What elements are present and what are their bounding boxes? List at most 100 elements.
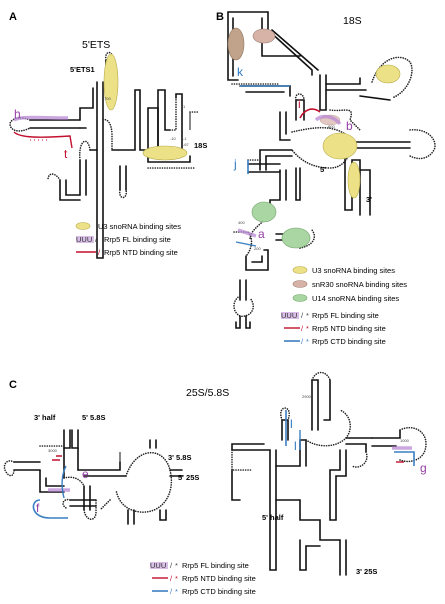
site-label-f: f: [36, 501, 40, 515]
tiny-b-600: 600: [328, 124, 335, 129]
tiny-a-m67: -67: [183, 142, 190, 147]
label-5ets1: 5'ETS1: [70, 65, 95, 74]
label-5half: 5' half: [262, 513, 284, 522]
u3-site-b2: [322, 132, 358, 160]
ctd-site-f: [32, 499, 68, 519]
label-3p-b: 3': [366, 195, 372, 204]
25s-right-structure: [231, 371, 427, 576]
site-label-k: k: [237, 65, 244, 79]
legend-b-fl-uuu: UUU: [281, 311, 297, 320]
site-label-g: g: [420, 461, 427, 475]
panel-b-letter: B: [216, 11, 224, 23]
legend-b-u3: U3 snoRNA binding sites: [312, 266, 395, 275]
panel-a-title: 5'ETS: [82, 39, 110, 51]
ntd-site-i: [299, 108, 321, 119]
label-3half: 3' half: [34, 413, 56, 422]
legend-c-fl: Rrp5 FL binding site: [182, 561, 249, 570]
panel-c-title: 25S/5.8S: [186, 387, 229, 399]
label-5p-b: 5': [320, 165, 326, 174]
tiny-c-3000: 3000: [48, 448, 58, 453]
panel-b: B 18S: [216, 11, 436, 346]
legend-c-ctd-star: *: [175, 587, 178, 596]
u3-site-b3: [347, 161, 361, 199]
legend-b-ctd-star: *: [306, 337, 309, 346]
snr30-site-b1: [227, 27, 245, 61]
panel-b-title: 18S: [343, 15, 362, 27]
legend-c-ntd-slash: /: [170, 574, 173, 583]
legend-b-ctd-slash: /: [301, 337, 304, 346]
legend-c: UUU / * Rrp5 FL binding site / * Rrp5 NT…: [150, 561, 256, 596]
legend-a-ntd-slash: /: [98, 248, 101, 257]
ets-secondary-structure: [9, 51, 199, 259]
legend-c-fl-swatch: [150, 562, 168, 569]
site-label-l-top: l: [290, 417, 293, 431]
fl-site-b: [314, 114, 342, 126]
label-5p58: 5' 5.8S: [82, 413, 105, 422]
legend-b-fl-swatch: [281, 312, 299, 319]
tiny-a-1: 1: [183, 104, 186, 109]
tiny-a-700: 700: [104, 96, 111, 101]
25s-left-structure: [3, 429, 183, 525]
u3-site-a1: [103, 53, 119, 111]
tiny-c-2900: 2900: [302, 394, 312, 399]
legend-b-ntd-star: *: [306, 324, 309, 333]
tiny-c-1000: 1000: [400, 438, 410, 443]
site-label-e: e: [82, 467, 89, 481]
site-label-a: a: [258, 227, 265, 241]
legend-c-ntd: Rrp5 NTD binding site: [182, 574, 256, 583]
site-label-i: i: [298, 97, 301, 111]
legend-b-u14-swatch: [292, 294, 308, 302]
ctd-site-e: [61, 465, 67, 499]
legend-c-ntd-star: *: [175, 574, 178, 583]
legend-c-fl-slash: /: [170, 561, 173, 570]
panel-a: A 5'ETS: [9, 11, 207, 259]
legend-a-fl: Rrp5 FL binding site: [104, 235, 171, 244]
legend-b-u3-swatch: [292, 266, 308, 274]
label-5p25: 5' 25S: [178, 473, 199, 482]
label-3p25: 3' 25S: [356, 567, 377, 576]
legend-a-fl-swatch: [76, 236, 94, 243]
legend-b-snr30-swatch: [292, 280, 308, 288]
tiny-b-400: 400: [238, 220, 245, 225]
legend-a-ntd: Rrp5 NTD binding site: [104, 248, 178, 257]
u14-site-b1: [251, 201, 277, 223]
legend-b-fl-slash: /: [301, 311, 304, 320]
site-label-h: h: [14, 107, 21, 121]
site-label-l: l: [294, 439, 297, 453]
fl-site-h: [13, 115, 69, 122]
legend-b-fl: Rrp5 FL binding site: [312, 311, 379, 320]
legend-a: U3 snoRNA binding sites UUU / Rrp5 FL bi…: [75, 222, 181, 257]
site-label-t: t: [64, 147, 68, 161]
panel-c-letter: C: [9, 379, 17, 391]
site-label-j: j: [233, 157, 237, 171]
legend-b-fl-star: *: [306, 311, 309, 320]
legend-c-ctd-slash: /: [170, 587, 173, 596]
legend-b-ntd-slash: /: [301, 324, 304, 333]
ntd-site-c: [52, 455, 62, 461]
u14-site-b2: [281, 227, 311, 249]
ctd-site-g: [394, 451, 415, 466]
legend-c-ctd: Rrp5 CTD binding site: [182, 587, 256, 596]
ctd-site-a: [235, 241, 257, 247]
u3-site-b1: [375, 64, 401, 84]
ntd-site-h: [13, 131, 73, 149]
legend-a-fl-slash: /: [95, 235, 98, 244]
tiny-a-m1: -1: [183, 136, 187, 141]
tiny-b-200: 200: [254, 246, 261, 251]
label-3p58: 3' 5.8S: [168, 453, 191, 462]
legend-a-u3: U3 snoRNA binding sites: [98, 222, 181, 231]
legend-b-ntd: Rrp5 NTD binding site: [312, 324, 386, 333]
fl-site-a: [237, 228, 257, 238]
tiny-a-m10: -10: [170, 136, 177, 141]
legend-b-u14: U14 snoRNA binding sites: [312, 294, 399, 303]
u3-site-a2: [142, 145, 188, 161]
panel-c: C 25S/5.8S: [3, 371, 427, 596]
legend-b-ctd: Rrp5 CTD binding site: [312, 337, 386, 346]
legend-c-fl-star: *: [175, 561, 178, 570]
snr30-site-b2: [252, 28, 276, 44]
legend-b-snr30: snR30 snoRNA binding sites: [312, 280, 407, 289]
site-label-b: b: [346, 119, 353, 133]
legend-c-fl-uuu: UUU: [150, 561, 166, 570]
legend-a-fl-uuu: UUU: [76, 235, 92, 244]
